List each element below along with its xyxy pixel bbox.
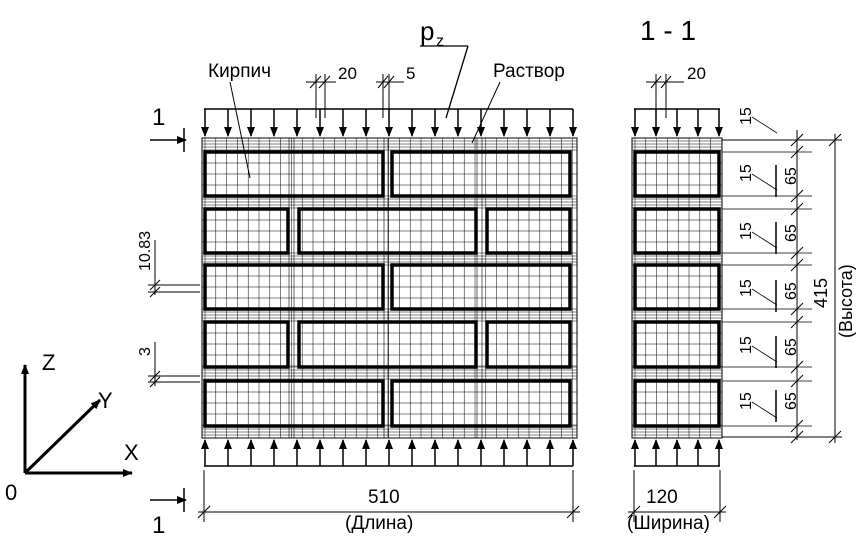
dim-leader xyxy=(751,345,778,363)
brick-dim-label: 65 xyxy=(783,338,800,356)
height-label: (Высота) xyxy=(836,264,856,338)
element-height-2-label: 3 xyxy=(137,347,154,356)
section-title: 1 - 1 xyxy=(640,15,696,46)
dim-tick xyxy=(309,75,322,89)
brick xyxy=(390,263,572,311)
brick-leader xyxy=(229,81,251,179)
section-mark-bottom: 1 xyxy=(152,512,165,539)
wall-section xyxy=(631,137,723,439)
height-value: 415 xyxy=(811,278,831,308)
joint-dim-label: 15 xyxy=(738,164,755,182)
dim-tick xyxy=(790,360,804,374)
brick-dim-label: 65 xyxy=(783,392,800,410)
dim-tick xyxy=(149,370,161,382)
joint-dim-label: 15 xyxy=(738,107,755,125)
dim-leader xyxy=(751,401,778,419)
section-grid-step-label: 20 xyxy=(687,64,706,83)
wall-elevation xyxy=(201,137,578,439)
brick xyxy=(203,263,385,311)
axis-x-label: X xyxy=(124,440,139,465)
wall-border xyxy=(201,137,578,439)
dim-leader xyxy=(751,288,778,306)
dim-tick xyxy=(790,430,804,444)
mortar-thickness-label: 5 xyxy=(406,64,415,83)
section-mark-top: 1 xyxy=(152,104,165,131)
brick xyxy=(485,207,572,255)
dim-tick xyxy=(660,75,672,89)
dim-leader xyxy=(751,231,778,249)
brick xyxy=(297,320,478,369)
grid-step-label: 20 xyxy=(338,64,357,83)
dim-tick xyxy=(790,258,804,272)
axis-origin-label: 0 xyxy=(5,480,17,505)
length-value: 510 xyxy=(368,487,400,508)
brick-label: Кирпич xyxy=(208,61,271,82)
dim-tick xyxy=(627,505,641,519)
dim-tick xyxy=(149,376,161,388)
brick xyxy=(203,320,290,369)
dim-tick xyxy=(790,133,804,147)
joint-dim-label: 15 xyxy=(738,279,755,297)
dim-tick xyxy=(790,419,804,433)
dim-tick xyxy=(149,286,161,298)
brick xyxy=(203,379,385,428)
dim-tick xyxy=(383,75,395,89)
joint-dim-label: 15 xyxy=(738,336,755,354)
brick xyxy=(390,150,572,198)
brick xyxy=(485,320,572,369)
dim-tick xyxy=(318,75,331,89)
dim-tick xyxy=(790,315,804,329)
brick-section xyxy=(633,379,721,428)
dim-tick xyxy=(650,75,662,89)
load-label: p xyxy=(420,16,434,46)
section-border xyxy=(631,137,723,439)
load-arrows xyxy=(201,108,723,467)
mortar-leader xyxy=(471,81,501,144)
brick-section xyxy=(633,207,721,255)
element-height-1-label: 10.83 xyxy=(137,231,154,271)
axis-z-label: Z xyxy=(42,350,55,375)
dim-tick xyxy=(790,145,804,159)
dim-tick xyxy=(566,505,580,519)
brick-dim-label: 65 xyxy=(783,167,800,185)
dim-tick xyxy=(713,505,727,519)
brick xyxy=(297,207,478,255)
dim-tick xyxy=(828,430,842,444)
dim-tick xyxy=(790,302,804,316)
brick-section xyxy=(633,320,721,369)
brick-section xyxy=(633,150,721,198)
dim-leader xyxy=(751,116,778,134)
dim-leader xyxy=(751,173,778,191)
length-label: (Длина) xyxy=(345,513,413,534)
dim-tick xyxy=(197,505,211,519)
joint-dim-label: 15 xyxy=(738,392,755,410)
brick-dim-label: 65 xyxy=(783,224,800,242)
joint-dim-label: 15 xyxy=(738,222,755,240)
width-value: 120 xyxy=(646,487,678,508)
dim-tick xyxy=(790,189,804,203)
dim-tick xyxy=(377,75,389,89)
brick xyxy=(203,207,290,255)
dim-tick xyxy=(149,279,161,291)
load-leader xyxy=(445,45,469,119)
brick xyxy=(390,379,572,428)
axis-y-label: Y xyxy=(98,388,113,413)
brick-section xyxy=(633,263,721,311)
dim-tick xyxy=(790,246,804,260)
dim-tick xyxy=(790,374,804,388)
load-label-subscript: z xyxy=(436,33,444,50)
brick xyxy=(203,150,385,198)
dim-tick xyxy=(828,133,842,147)
width-label: (Ширина) xyxy=(627,513,710,534)
axis-y xyxy=(23,398,102,475)
brick-dim-label: 65 xyxy=(783,282,800,300)
mortar-label: Раствор xyxy=(493,61,565,82)
dim-tick xyxy=(790,202,804,216)
